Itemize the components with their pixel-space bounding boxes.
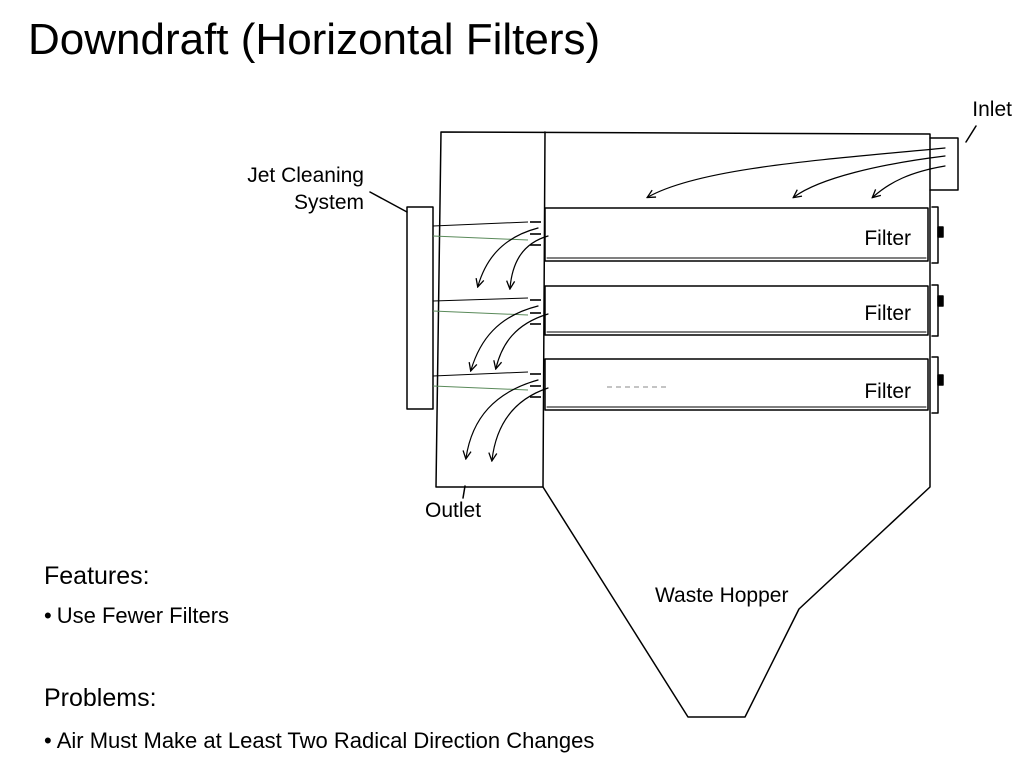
jet-cleaning-leader	[369, 191, 408, 213]
jet-cleaning-manifold	[406, 206, 434, 410]
waste-hopper-label: Waste Hopper	[655, 584, 788, 607]
jet-cleaning-label-line1: Jet Cleaning	[247, 164, 364, 187]
outlet-leader	[462, 485, 466, 499]
outlet-flow-arrows	[466, 227, 549, 460]
filter-2	[544, 284, 944, 337]
jet-cleaning-label-line2: System	[294, 191, 364, 214]
inlet-leader	[965, 125, 977, 143]
slide-title: Downdraft (Horizontal Filters)	[28, 15, 601, 64]
bullet-glyph: •	[44, 728, 52, 753]
filter-1-label: Filter	[864, 227, 911, 250]
inlet-duct	[929, 137, 959, 191]
housing-outline	[435, 131, 931, 718]
outlet-label: Outlet	[425, 499, 481, 522]
filter-3-label: Filter	[864, 380, 911, 403]
problems-item-text: Air Must Make at Least Two Radical Direc…	[56, 728, 595, 753]
plenum-wall	[542, 131, 546, 488]
problems-item-1: •Air Must Make at Least Two Radical Dire…	[44, 728, 594, 754]
problems-heading: Problems:	[44, 684, 157, 712]
filter-1	[544, 206, 944, 264]
features-heading: Features:	[44, 562, 150, 590]
bullet-glyph: •	[44, 603, 52, 628]
features-item-1: •Use Fewer Filters	[44, 603, 229, 629]
features-item-text: Use Fewer Filters	[56, 603, 230, 628]
jet-nozzles	[432, 221, 541, 398]
filter-2-label: Filter	[864, 302, 911, 325]
inlet-flow-arrows	[648, 147, 946, 197]
filter-3	[544, 356, 944, 414]
inlet-label: Inlet	[972, 98, 1012, 121]
